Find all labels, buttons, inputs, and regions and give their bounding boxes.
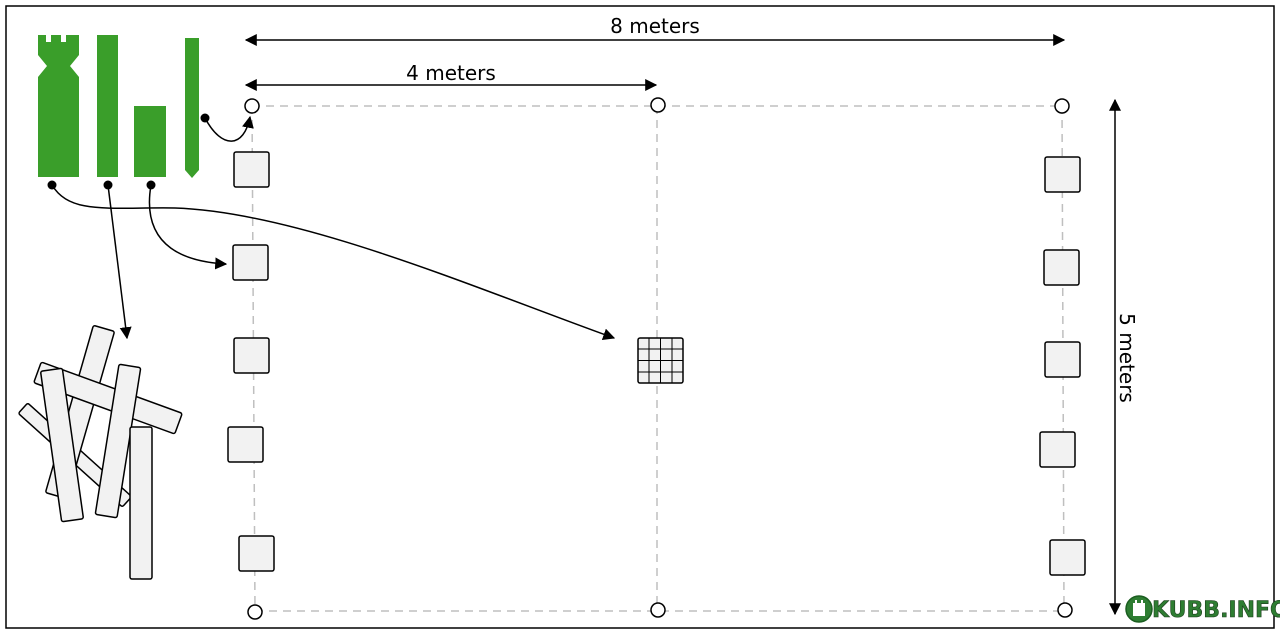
half-width-label: 4 meters bbox=[406, 61, 496, 85]
stake-icon bbox=[185, 38, 199, 178]
baton-pile-stick bbox=[40, 367, 84, 523]
stake-marker bbox=[1057, 602, 1073, 618]
kubb-block bbox=[1049, 539, 1086, 576]
kubb-block bbox=[233, 337, 270, 374]
kubb-block bbox=[233, 151, 270, 188]
piece-legend bbox=[38, 35, 199, 178]
king-top-view bbox=[637, 337, 684, 384]
stake-marker bbox=[650, 602, 666, 618]
stake-marker bbox=[1054, 98, 1070, 114]
kubb-block bbox=[238, 535, 275, 572]
kubb-block bbox=[1044, 156, 1081, 193]
kubbs-right bbox=[1039, 156, 1086, 576]
baton-connector bbox=[107, 184, 132, 340]
dimension-arrows bbox=[244, 34, 1121, 616]
stakes bbox=[244, 97, 1073, 620]
legend-connectors bbox=[51, 115, 616, 341]
king-icon bbox=[38, 35, 79, 177]
kubbs-left bbox=[227, 151, 275, 572]
stake-connector bbox=[204, 115, 254, 142]
kubb-block bbox=[1044, 341, 1081, 378]
kubb-block bbox=[1039, 431, 1076, 468]
stake-marker bbox=[244, 98, 260, 114]
logo-text: KUBB.INFO bbox=[1152, 598, 1280, 623]
height-label: 5 meters bbox=[1115, 313, 1139, 403]
baton-pile-stick bbox=[94, 363, 142, 519]
baton-pile-stick bbox=[33, 361, 183, 435]
stake-marker bbox=[650, 97, 666, 113]
baton-icon bbox=[97, 35, 118, 177]
baton-pile bbox=[18, 325, 183, 580]
width-label: 8 meters bbox=[610, 14, 700, 38]
kubb-icon bbox=[134, 106, 166, 177]
kubb-block bbox=[232, 244, 269, 281]
baton-pile-stick bbox=[129, 426, 153, 580]
kubb-info-logo: KUBB.INFO bbox=[1125, 595, 1280, 623]
kubb-connector bbox=[148, 184, 228, 270]
kubb-block bbox=[227, 426, 264, 463]
king-connector bbox=[51, 184, 616, 341]
logo-king-icon bbox=[1133, 600, 1145, 616]
kubb-block bbox=[1043, 249, 1080, 286]
connector-dots bbox=[47, 113, 210, 190]
stake-marker bbox=[247, 604, 263, 620]
